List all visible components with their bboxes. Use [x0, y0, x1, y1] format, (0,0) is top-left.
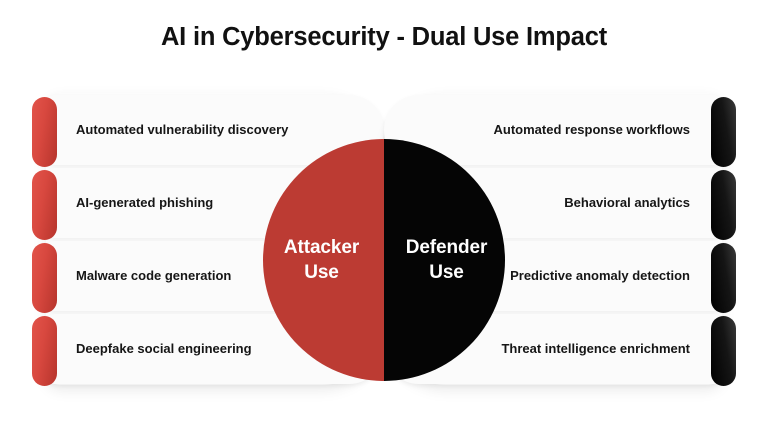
attacker-accent-tab [32, 97, 57, 167]
attacker-use-label-line1: Attacker [283, 237, 360, 258]
dual-use-circle: Attacker Use Defender Use [263, 139, 505, 381]
list-item-label: Automated response workflows [493, 122, 690, 137]
defender-use-circle-half[interactable]: Defender Use [384, 139, 505, 381]
defender-use-label-line2: Use [429, 262, 464, 283]
page-title: AI in Cybersecurity - Dual Use Impact [160, 23, 608, 51]
list-item-label: Malware code generation [76, 268, 232, 283]
defender-accent-tab [711, 243, 736, 313]
attacker-accent-tab [32, 243, 57, 313]
attacker-use-circle-half[interactable]: Attacker Use [263, 139, 384, 381]
list-item-label: Behavioral analytics [564, 195, 690, 210]
attacker-accent-tab [32, 316, 57, 386]
attacker-use-label: Attacker Use [284, 235, 363, 285]
list-item-label: Threat intelligence enrichment [501, 341, 690, 356]
attacker-use-label-line2: Use [304, 262, 339, 283]
defender-accent-tab [711, 316, 736, 386]
list-item-label: Automated vulnerability discovery [76, 122, 289, 137]
defender-accent-tab [711, 170, 736, 240]
attacker-accent-tab [32, 170, 57, 240]
list-item-label: Deepfake social engineering [76, 341, 252, 356]
list-item-label: Predictive anomaly detection [510, 268, 690, 283]
defender-accent-tab [711, 97, 736, 167]
defender-use-label-line1: Defender [405, 237, 488, 258]
defender-use-label: Defender Use [402, 235, 488, 285]
list-item-label: AI-generated phishing [76, 195, 214, 210]
